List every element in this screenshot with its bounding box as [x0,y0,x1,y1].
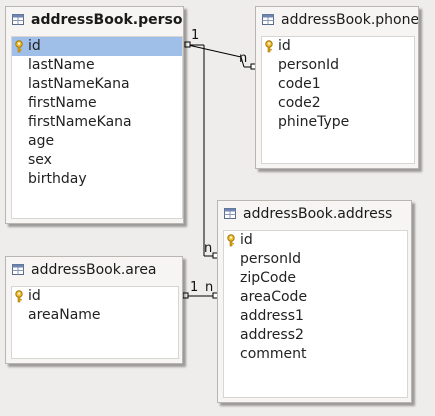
table-title: addressBook.area [31,261,157,278]
field-id[interactable]: id [224,231,407,250]
primary-key-icon [15,290,23,303]
field-list[interactable]: id lastName lastNameKana firstName first… [11,36,183,219]
table-icon [12,14,24,25]
field-firstname[interactable]: firstName [28,95,97,111]
cardinality-one-area-address: 1 [190,280,199,295]
table-title-bar[interactable]: addressBook.person [6,7,183,32]
field-id[interactable]: id [12,287,178,306]
field-address1[interactable]: address1 [240,308,304,324]
field-areaname[interactable]: areaName [28,307,101,323]
cardinality-many-area-address: n [205,280,214,295]
cardinality-many-person-phone: n [239,51,248,66]
field-list[interactable]: id personId zipCode areaCode address1 ad… [223,230,408,398]
table-icon [12,264,24,275]
field-age[interactable]: age [28,133,55,149]
table-title-bar[interactable]: addressBook.address [218,201,411,226]
field-id[interactable]: id [12,37,182,56]
cardinality-one-person-phone: 1 [191,28,200,43]
field-zipcode[interactable]: zipCode [240,270,296,286]
table-icon [224,208,236,219]
primary-key-icon [227,234,235,247]
field-comment[interactable]: comment [240,346,307,362]
field-id[interactable]: id [262,37,414,56]
table-icon [262,14,274,25]
table-title: addressBook.person [31,11,183,28]
table-title-bar[interactable]: addressBook.area [6,257,182,282]
field-address2[interactable]: address2 [240,327,304,343]
field-birthday[interactable]: birthday [28,171,87,187]
field-list[interactable]: id areaName [11,286,179,359]
field-phinetype[interactable]: phineType [278,114,350,130]
field-lastnamekana[interactable]: lastNameKana [28,76,130,92]
field-lastname[interactable]: lastName [28,57,95,73]
field-list[interactable]: id personId code1 code2 phineType [261,36,415,164]
table-title: addressBook.phone [281,11,418,28]
cardinality-many-person-address: n [204,241,213,256]
primary-key-icon [265,40,273,53]
connector-anchor [182,292,189,299]
table-title-bar[interactable]: addressBook.phone [256,7,418,32]
connector-anchor [184,41,191,48]
primary-key-icon [15,40,23,53]
field-areacode[interactable]: areaCode [240,289,308,305]
table-phone[interactable]: addressBook.phone id personId code1 code… [255,6,419,169]
table-title: addressBook.address [243,205,393,222]
field-code1[interactable]: code1 [278,76,321,92]
field-sex[interactable]: sex [28,152,52,168]
table-person[interactable]: addressBook.person id lastName lastNameK… [5,6,184,224]
field-personid[interactable]: personId [240,251,302,267]
field-firstnamekana[interactable]: firstNameKana [28,114,132,130]
field-personid[interactable]: personId [278,57,340,73]
table-address[interactable]: addressBook.address id personId zipCode … [217,200,412,403]
field-code2[interactable]: code2 [278,95,321,111]
table-area[interactable]: addressBook.area id areaName [5,256,183,364]
